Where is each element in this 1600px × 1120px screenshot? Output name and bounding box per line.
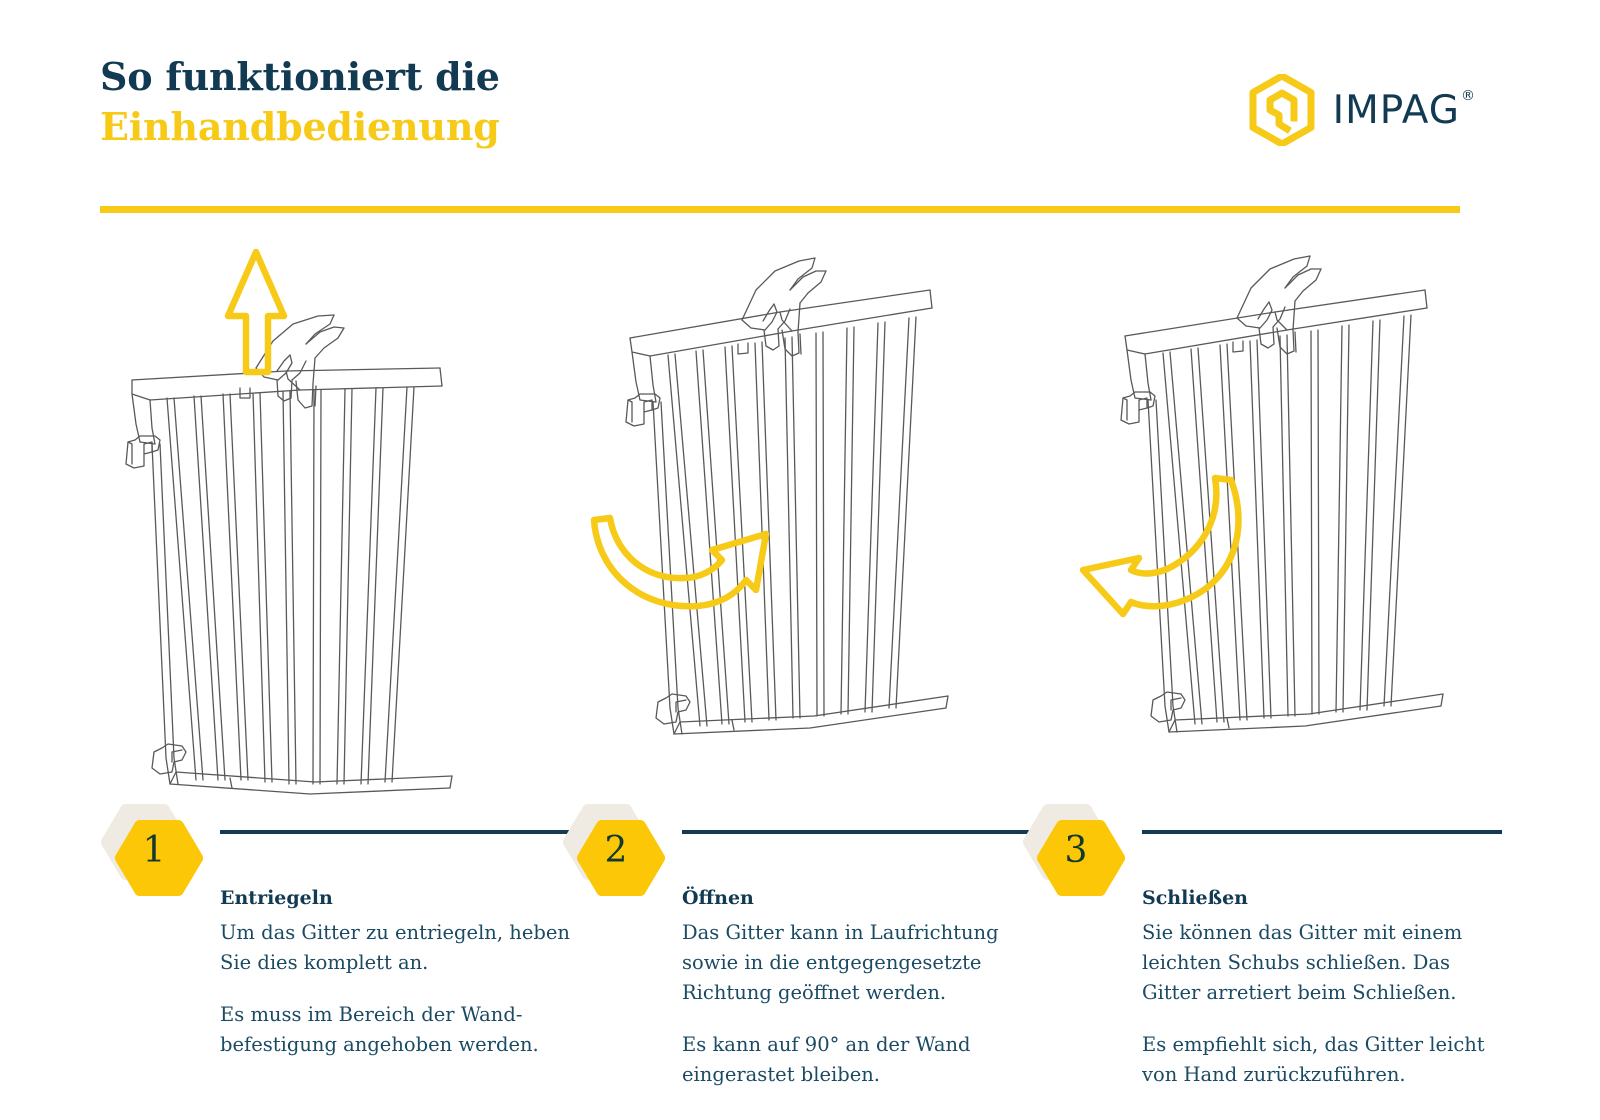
step-2-divider [682, 830, 1032, 834]
step-2-paragraph-2: Es kann auf 90° an der Wand eingerastet … [682, 1033, 971, 1086]
logo-wordmark: IMPAG® [1332, 87, 1475, 133]
curved-arrow-right-icon [590, 514, 770, 610]
step-3-paragraph-1: Sie können das Gitter mit einem leichten… [1142, 921, 1463, 1004]
illustration-row [0, 228, 1600, 798]
step-2-title: Öffnen [682, 887, 754, 909]
step-1-title: Entriegeln [220, 887, 333, 909]
step-1-divider [220, 830, 570, 834]
step-3-body: Schließen Sie können das Gitter mit eine… [1142, 798, 1502, 1090]
step-3: 3 Schließen Sie können das Gitter mit ei… [1022, 798, 1502, 1098]
logo-wordmark-text: IMPAG [1332, 87, 1460, 133]
step-2-badge: 2 [562, 804, 666, 896]
header: So funktioniert die Einhandbedienung IMP… [100, 52, 1475, 182]
brand-logo: IMPAG® [1249, 72, 1475, 148]
title-line-primary: So funktioniert die [100, 54, 500, 99]
step-1-badge: 1 [100, 804, 204, 896]
title-line-accent: Einhandbedienung [100, 104, 500, 149]
step-2-body: Öffnen Das Gitter kann in Laufrichtung s… [682, 798, 1032, 1090]
straight-up-arrow-icon [224, 248, 288, 376]
step-3-title: Schließen [1142, 887, 1248, 909]
step-2-paragraph-1: Das Gitter kann in Laufrichtung sowie in… [682, 921, 999, 1004]
gate-tilted-with-hand-and-curved-left-arrow [1035, 228, 1495, 798]
hexagon-badge-icon [563, 804, 665, 896]
header-yellow-rule [100, 206, 1460, 213]
step-1: 1 Entriegeln Um das Gitter zu entriegeln… [100, 798, 570, 1098]
step-3-badge: 3 [1022, 804, 1126, 896]
gate-tilted-with-hand-and-curved-right-arrow [570, 228, 1030, 798]
registered-trademark-icon: ® [1461, 87, 1476, 104]
curved-arrow-left-icon [1079, 474, 1242, 618]
hexagon-badge-icon [1023, 804, 1125, 896]
step-2: 2 Öffnen Das Gitter kann in Laufrichtung… [562, 798, 1032, 1098]
step-1-paragraph-2: Es muss im Bereich der Wand­befestigung … [220, 1003, 539, 1056]
page-title: So funktioniert die Einhandbedienung [100, 52, 500, 152]
step-3-divider [1142, 830, 1502, 834]
gate-upright-with-hand-and-up-arrow [110, 228, 570, 798]
impag-hexagon-logo-icon [1249, 72, 1315, 148]
step-1-body: Entriegeln Um das Gitter zu entriegeln, … [220, 798, 570, 1060]
step-3-paragraph-2: Es empfiehlt sich, das Gitter leicht von… [1142, 1033, 1485, 1086]
steps-row: 1 Entriegeln Um das Gitter zu entriegeln… [0, 798, 1600, 1098]
step-1-paragraph-1: Um das Gitter zu entriegeln, heben Sie d… [220, 921, 570, 974]
hexagon-badge-icon [101, 804, 203, 896]
